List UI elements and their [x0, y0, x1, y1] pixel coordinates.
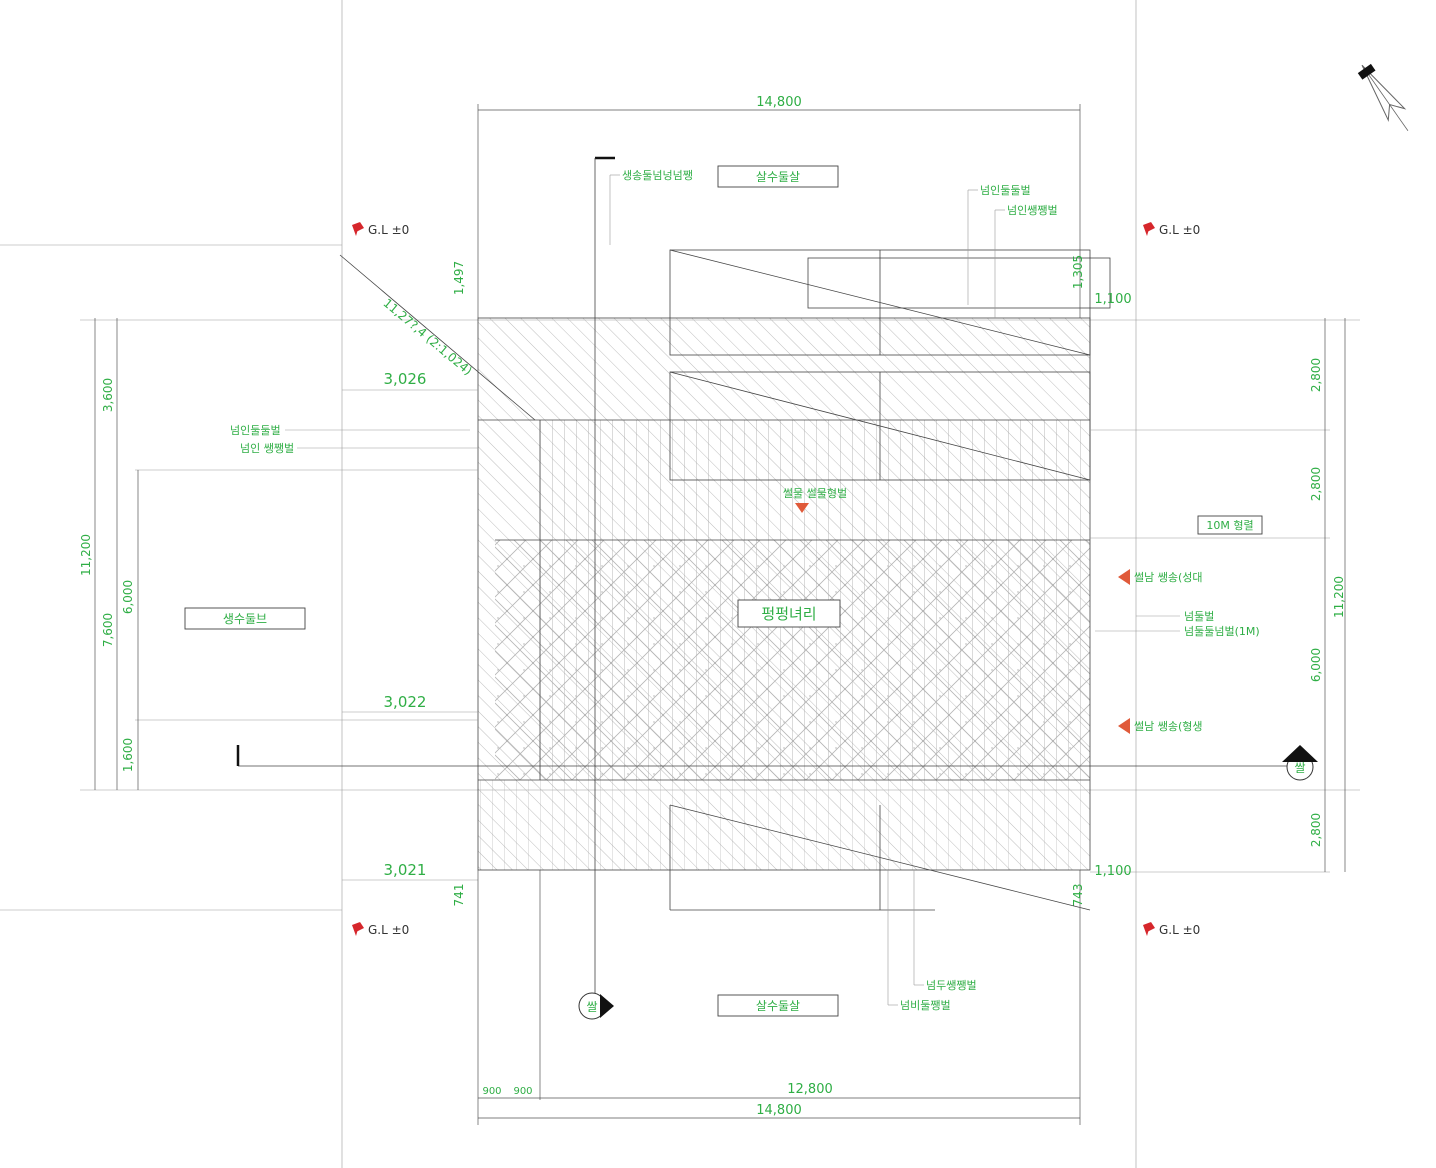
- note-bottom-a: 넘두쌩쨍벌: [926, 979, 977, 992]
- svg-text:쌀: 쌀: [1294, 761, 1305, 775]
- dim-offset-top: 3,026: [384, 370, 427, 388]
- svg-text:살수둘살: 살수둘살: [756, 170, 800, 184]
- gl-marker-sw: G.L ±0: [352, 922, 409, 937]
- svg-text:썰남 쌩송(성대: 썰남 쌩송(성대: [1134, 571, 1203, 584]
- gl-marker-nw: G.L ±0: [352, 222, 409, 237]
- dim-right-total: 11,200: [1332, 576, 1346, 618]
- note-top-right-b: 넘인쌩쨍벌: [1007, 204, 1058, 217]
- dim-bottom-small-a: 900: [482, 1086, 501, 1097]
- dim-offset-bottom: 3,021: [384, 861, 427, 879]
- svg-text:펑펑녀리: 펑펑녀리: [761, 605, 816, 623]
- svg-text:생수둘브: 생수둘브: [223, 612, 267, 626]
- note-east-b: 넘둘둘넘벌(1M): [1184, 625, 1260, 638]
- room-tag-south: 살수둘살: [717, 994, 839, 1017]
- dim-left-total: 11,200: [79, 534, 93, 576]
- note-left-b: 넘인 쌩쨍벌: [240, 442, 294, 455]
- note-bottom-b: 넘비둘쨍벌: [900, 999, 951, 1012]
- dim-right-a: 2,800: [1309, 358, 1323, 392]
- dim-top-left-v: 1,497: [452, 261, 466, 295]
- section-marker-south: 쌀: [578, 992, 614, 1020]
- gl-label: G.L ±0: [368, 923, 409, 937]
- slope-arrow-east-a: 썰남 쌩송(성대: [1118, 569, 1203, 585]
- slope-arrow-icon: [1118, 569, 1130, 585]
- slope-arrow-east-b: 썰남 쌩송(형생: [1118, 718, 1203, 734]
- dim-left-d: 1,600: [121, 738, 135, 772]
- slope-arrow-icon: [795, 503, 809, 513]
- room-tag-center: 펑펑녀리: [737, 599, 841, 628]
- dim-diagonal: 11,27?,4 (2:1,024): [380, 296, 474, 378]
- dim-top-right-v: 1,305: [1071, 255, 1085, 289]
- slope-arrow-icon: [1118, 718, 1130, 734]
- gl-marker-icon: [1143, 922, 1155, 936]
- room-tag-west: 생수둘브: [184, 607, 306, 630]
- gl-label: G.L ±0: [368, 223, 409, 237]
- gl-label: G.L ±0: [1159, 923, 1200, 937]
- svg-text:썰남 쌩송(형생: 썰남 쌩송(형생: [1134, 720, 1203, 733]
- gl-label: G.L ±0: [1159, 223, 1200, 237]
- north-arrow-icon: [1357, 63, 1409, 131]
- dim-bottom-right-v: 743: [1071, 884, 1085, 907]
- note-top-leader: 생송둘넘넝넘쨍: [622, 169, 693, 182]
- note-top-right-a: 넘인둘둘벌: [980, 184, 1031, 197]
- dim-bottom-right-h: 1,100: [1094, 864, 1131, 879]
- dim-right-d: 2,800: [1309, 813, 1323, 847]
- dim-right-c: 6,000: [1309, 648, 1323, 682]
- dim-right-b: 2,800: [1309, 467, 1323, 501]
- dim-offset-mid: 3,022: [384, 693, 427, 711]
- room-tag-north: 살수둘살: [717, 165, 839, 188]
- gl-marker-icon: [352, 922, 364, 936]
- gl-marker-icon: [1143, 222, 1155, 236]
- dim-bottom-inner: 12,800: [787, 1082, 833, 1097]
- structure-lines: [135, 156, 1330, 1010]
- dim-bottom-small-b: 900: [513, 1086, 532, 1097]
- gl-marker-ne: G.L ±0: [1143, 222, 1200, 237]
- section-marker-east: 쌀: [1282, 745, 1318, 781]
- note-east-a: 넘둘벌: [1184, 610, 1214, 623]
- note-left-a: 넘인둘둘벌: [230, 424, 281, 437]
- dim-left-c: 6,000: [121, 580, 135, 614]
- dim-bottom-left-v: 741: [452, 884, 466, 907]
- dimension-lines: [94, 104, 1346, 1125]
- gl-marker-se: G.L ±0: [1143, 922, 1200, 937]
- dim-left-b: 7,600: [101, 613, 115, 647]
- dim-bottom-total: 14,800: [756, 1103, 802, 1118]
- room-label-center-top: 썰물 썰물형벌: [783, 487, 847, 500]
- room-tag-east: 10M 형렬: [1197, 515, 1263, 535]
- dim-left-a: 3,600: [101, 378, 115, 412]
- svg-text:살수둘살: 살수둘살: [756, 999, 800, 1013]
- hatched-areas: [478, 318, 1090, 870]
- leader-notes: 생송둘넘넝넘쨍 넘인둘둘벌 넘인쌩쨍벌 넘인둘둘벌 넘인 쌩쨍벌 넘둘벌 넘둘둘…: [230, 169, 1260, 1012]
- svg-text:쌀: 쌀: [586, 1000, 597, 1014]
- gl-marker-icon: [352, 222, 364, 236]
- dim-top-right-h: 1,100: [1094, 292, 1131, 307]
- svg-text:10M 형렬: 10M 형렬: [1206, 519, 1253, 532]
- dim-top-total: 14,800: [756, 95, 802, 110]
